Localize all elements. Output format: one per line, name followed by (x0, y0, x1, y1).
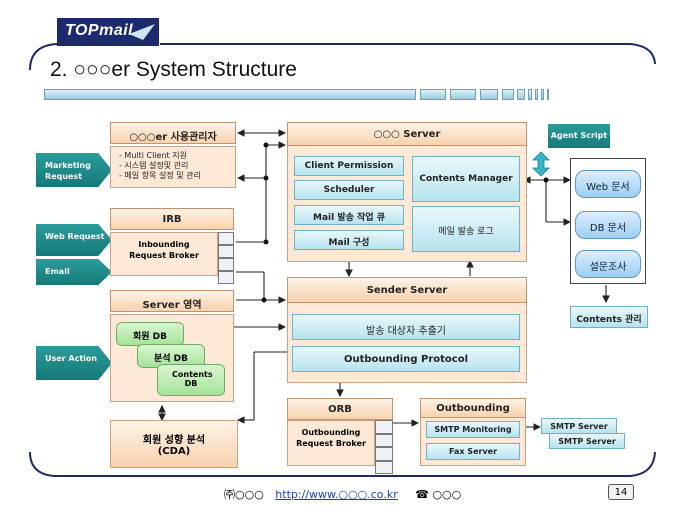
agent-script: Agent Script (548, 124, 610, 148)
logo-swoosh-icon (129, 24, 155, 40)
db-member: 회원 DB (116, 322, 184, 346)
target-extractor: 발송 대상자 추출기 (292, 314, 520, 340)
footer-phone: ☎ ○○○ (415, 488, 462, 501)
admin-bullet: - Multi Client 지원 (119, 151, 187, 160)
title-bar-seg (547, 89, 549, 100)
tag-email: Email (36, 259, 112, 285)
logo-text: TOPmail (65, 22, 134, 39)
footer: ㈜○○○ http://www.○○○.co.kr ☎ ○○○ (224, 486, 461, 502)
scheduler: Scheduler (294, 180, 404, 200)
db-contents: Contents DB (157, 364, 225, 396)
client-permission: Client Permission (294, 156, 404, 176)
tag-user-action: User Action (36, 346, 112, 380)
server-title: ○○○ Server (287, 122, 527, 146)
cda-line2: (CDA) (157, 446, 191, 457)
title-bar-seg (535, 89, 538, 100)
title-bar-seg (541, 89, 544, 100)
title-bar-seg (450, 89, 476, 100)
footer-url[interactable]: http://www.○○○.co.kr (275, 488, 398, 501)
irb-title: IRB (110, 208, 234, 230)
title-bar-seg (528, 89, 532, 100)
smtp-server: SMTP Server (549, 433, 625, 449)
contents-management: Contents 관리 (570, 306, 648, 328)
title-bar-seg (420, 89, 446, 100)
tag-web-request: Web Request (36, 224, 112, 256)
cda-line1: 회원 성향 분석 (142, 435, 206, 446)
outbounding-title: Outbounding (420, 398, 526, 418)
sender-title: Sender Server (287, 277, 527, 303)
mail-job-queue: Mail 발송 작업 큐 (294, 205, 404, 225)
outbounding-protocol: Outbounding Protocol (292, 346, 520, 372)
smtp-server: SMTP Server (541, 418, 617, 434)
title-bar-seg (517, 89, 525, 100)
logo: TOPmail (57, 18, 159, 46)
admin-bullet: - 메일 항목 설정 및 관리 (119, 171, 201, 180)
server-area-title: Server 영역 (110, 290, 234, 312)
slide-title: 2. ○○○er System Structure (50, 58, 297, 81)
fax-server: Fax Server (426, 443, 520, 460)
mail-send-log: 메일 발송 로그 (412, 206, 520, 252)
tag-marketing-request: Marketing Request (36, 153, 112, 187)
web-document: Web 문서 (575, 170, 641, 198)
cda-box: 회원 성향 분석 (CDA) (110, 420, 238, 468)
contents-manager: Contents Manager (412, 156, 520, 202)
title-bar-seg (502, 89, 514, 100)
page-number: 14 (608, 484, 634, 500)
orb-body: Outbounding Request Broker (287, 420, 375, 466)
db-document: DB 문서 (575, 211, 641, 239)
smtp-monitoring: SMTP Monitoring (426, 421, 520, 438)
title-bar-seg (480, 89, 498, 100)
orb-title: ORB (287, 398, 393, 420)
title-bar (44, 89, 416, 100)
mail-compose: Mail 구성 (294, 230, 404, 250)
admin-bullet: - 시스템 설정및 관리 (119, 161, 189, 170)
survey: 설문조사 (575, 250, 641, 278)
orb-queue (375, 420, 393, 474)
irb-queue (218, 232, 234, 284)
footer-company: ㈜○○○ (224, 488, 264, 501)
admin-title: ○○○er 사용관리자 (110, 122, 236, 144)
admin-bullets: - Multi Client 지원 - 시스템 설정및 관리 - 메일 항목 설… (110, 146, 236, 188)
irb-body: Inbounding Request Broker (110, 232, 218, 276)
